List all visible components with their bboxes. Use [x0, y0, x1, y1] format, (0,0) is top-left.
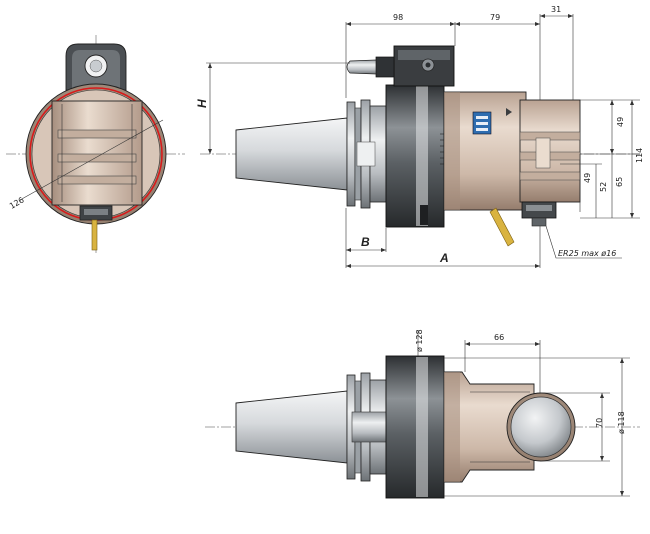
- side-dim-98: 98: [393, 13, 403, 22]
- top-collar-highlight: [416, 357, 428, 497]
- top-dimensions: [417, 330, 630, 497]
- side-dim-h: H: [195, 99, 209, 108]
- side-taper-cone: [235, 117, 348, 191]
- front-housing-face: [51, 100, 143, 206]
- front-lug-bore-inner: [89, 59, 103, 73]
- top-dim-66: 66: [494, 333, 504, 342]
- side-dim-b: B: [361, 235, 370, 249]
- side-collar-slot: [420, 205, 428, 225]
- front-rib-1: [57, 129, 137, 139]
- logo-badge-icon: [472, 111, 492, 135]
- side-dimensions: [206, 14, 640, 268]
- front-rib-2: [57, 153, 137, 163]
- top-dim-70: 70: [595, 418, 604, 428]
- side-dim-79: 79: [490, 13, 500, 22]
- side-dim-31: 31: [551, 5, 561, 14]
- side-collet-nut-face: [526, 205, 552, 211]
- front-coolant-pipe: [91, 219, 98, 251]
- side-collet-nose: [531, 217, 547, 227]
- side-collet-note: ER25 max ø16: [558, 249, 616, 258]
- top-dim-dia-118: ø 118: [617, 411, 626, 434]
- top-collar: [385, 355, 445, 499]
- front-spindle-nut-face: [84, 209, 108, 215]
- side-stop-screw-core: [425, 62, 431, 68]
- front-view: 126: [6, 35, 185, 255]
- side-view: 98 79 31 H B A 49 114 49 52 65 ER25 max …: [195, 5, 644, 268]
- side-dim-65: 65: [615, 177, 624, 187]
- side-head-rib-3: [519, 171, 581, 181]
- side-head-slot: [535, 137, 551, 169]
- side-dim-49-lower: 49: [583, 173, 592, 183]
- side-stop-pin: [346, 59, 377, 75]
- top-housing-shadow: [444, 372, 460, 482]
- side-coolant-pipe: [489, 207, 515, 247]
- arrow-icon: [506, 108, 512, 116]
- side-stop-pin-body: [375, 56, 395, 78]
- side-dim-a: A: [439, 251, 449, 265]
- side-housing-shadow: [444, 92, 460, 210]
- side-flange-1: [346, 101, 356, 207]
- top-bore: [510, 396, 572, 458]
- front-rib-3: [57, 175, 137, 185]
- side-dim-49-upper: 49: [616, 117, 625, 127]
- side-stop-block-top: [398, 50, 450, 60]
- top-dim-dia-128: ø 128: [415, 329, 424, 352]
- front-diameter-leader: [19, 119, 164, 201]
- top-taper-cone: [235, 390, 348, 464]
- top-inner-shaft: [351, 411, 391, 443]
- top-view: ø 128 66 70 ø 118: [205, 329, 640, 499]
- front-dim-126: 126: [8, 195, 26, 210]
- side-dim-52: 52: [599, 182, 608, 192]
- side-collar: [385, 84, 445, 228]
- side-collar-highlight: [416, 86, 428, 226]
- side-dim-114: 114: [635, 148, 644, 163]
- side-drive-slot: [356, 141, 376, 167]
